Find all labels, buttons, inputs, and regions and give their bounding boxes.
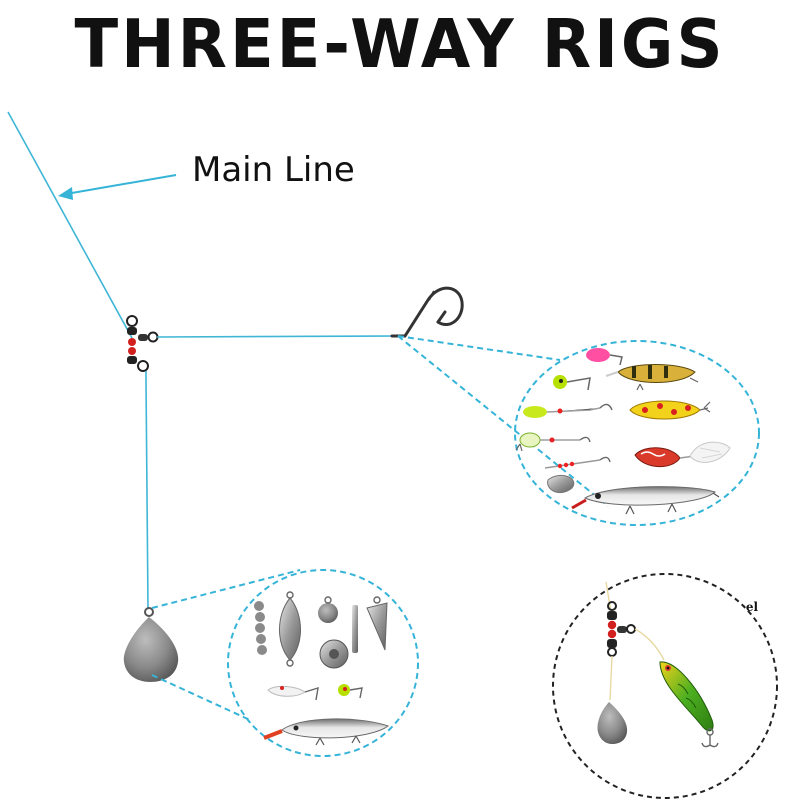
lure-icon (605, 364, 699, 391)
dropper-line (145, 371, 149, 609)
sinker-icon (597, 702, 628, 744)
sinker-icon (319, 639, 349, 669)
inset-rig-photo (552, 573, 778, 799)
page-title: THREE-WAY RIGS (74, 6, 726, 84)
jig-icon (267, 685, 319, 701)
lure-icon (263, 718, 390, 746)
leader-line (156, 335, 397, 338)
spinner-icon (523, 403, 613, 418)
jig-icon (338, 684, 363, 699)
sinker-icon (352, 605, 358, 653)
sinker-icon (279, 591, 301, 667)
lure-callout (397, 335, 760, 526)
spinner-icon (515, 432, 591, 452)
spoon-icon (629, 400, 711, 420)
sinker-icon (318, 596, 338, 623)
jig-icon (586, 348, 623, 366)
hook-icon (390, 286, 464, 338)
lure-icon (659, 661, 719, 748)
sinker-icon (254, 601, 267, 655)
jig-icon (553, 375, 591, 391)
sinker-callout (151, 569, 419, 757)
three-way-swivel-icon (126, 315, 159, 372)
three-way-swivel-icon (607, 601, 636, 657)
lure-icon (571, 486, 720, 515)
sinker-assortment (254, 591, 390, 746)
main-line-label: Main Line (192, 150, 355, 190)
lure-assortment (515, 348, 731, 515)
sinker-icon (123, 607, 179, 682)
spinner-icon (544, 456, 611, 493)
sinker-icon (366, 596, 388, 651)
main-line-arrow (58, 174, 177, 200)
spinner-icon (634, 441, 731, 468)
main-line (7, 111, 133, 339)
